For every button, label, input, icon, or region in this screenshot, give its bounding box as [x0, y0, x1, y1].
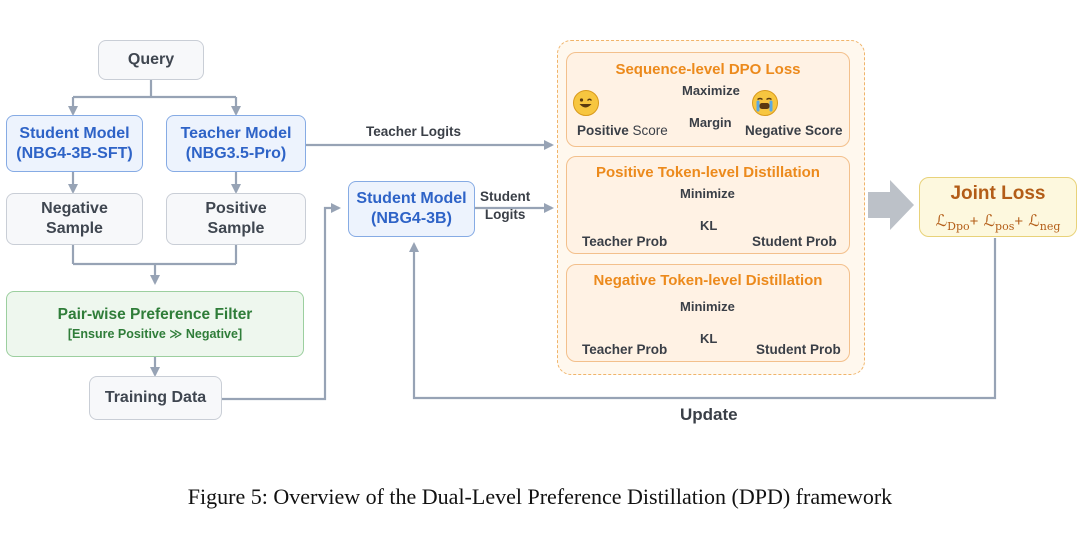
filter-subtitle: [Ensure Positive ≫ Negative]	[67, 327, 243, 342]
training-data-box: Training Data	[89, 376, 222, 420]
neg-kl-label: KL	[700, 331, 718, 346]
teacher-box: Teacher Model (NBG3.5-Pro)	[166, 115, 306, 172]
dpo-maximize-label: Maximize	[682, 83, 740, 98]
figure-caption: Figure 5: Overview of the Dual-Level Pre…	[187, 484, 893, 509]
loss-symbol-dpo: ℒ	[935, 211, 948, 230]
negative-sample-box: Negative Sample	[6, 193, 143, 245]
teacher-logits-label: Teacher Logits	[366, 124, 462, 139]
loss-symbol-pos: ℒ	[983, 211, 996, 230]
loss-sub-pos: pos	[995, 220, 1015, 233]
student-logits-line2: Logits	[484, 206, 526, 222]
neg-distill-panel: Negative Token-level Distillation	[566, 264, 850, 362]
big-arrow	[868, 180, 914, 230]
dpo-margin-label: Margin	[689, 115, 732, 130]
teacher-id: (NBG3.5-Pro)	[185, 144, 287, 162]
pos-distill-panel: Positive Token-level Distillation	[566, 156, 850, 254]
neg-teacher-prob-label: Teacher Prob	[582, 342, 668, 357]
pos-distill-title: Positive Token-level Distillation	[596, 164, 820, 181]
student-sft-name: Student Model	[19, 124, 130, 142]
neg-prob-word: Prob	[810, 342, 841, 357]
plus-2: +	[1014, 213, 1024, 230]
neg-distill-title: Negative Token-level Distillation	[593, 272, 823, 289]
joint-loss-formula: ℒDpo+ ℒpos+ ℒneg	[935, 211, 1061, 233]
plus-1: +	[969, 213, 979, 230]
negative-sample-label: Sample	[46, 220, 103, 237]
positive-score-bold: Positive	[577, 123, 629, 138]
student-sft-box: Student Model (NBG4-3B-SFT)	[6, 115, 143, 172]
filter-title: Pair-wise Preference Filter	[57, 306, 253, 323]
training-data-label: Training Data	[104, 389, 207, 406]
positive-sample-box: Positive Sample	[166, 193, 306, 245]
loss-sub-neg: neg	[1039, 220, 1061, 233]
student-sft-id: (NBG4-3B-SFT)	[16, 144, 133, 162]
positive-score-label: Positive Score	[577, 123, 668, 138]
joint-loss-title: Joint Loss	[950, 183, 1046, 205]
positive-label: Positive	[205, 200, 267, 217]
teacher-name: Teacher Model	[180, 124, 292, 142]
student-logits-label: Student Logits	[480, 188, 530, 223]
pos-kl-label: KL	[700, 218, 718, 233]
crying-face-icon	[752, 90, 778, 116]
negative-score-label: Negative Score	[745, 123, 843, 138]
update-label: Update	[680, 405, 738, 424]
positive-score-rest: Score	[628, 123, 668, 138]
joint-loss-box: Joint Loss ℒDpo+ ℒpos+ ℒneg	[919, 177, 1077, 237]
student-model-id: (NBG4-3B)	[371, 210, 452, 227]
negative-label: Negative	[41, 200, 108, 217]
pos-student-prob-label: Student Prob	[752, 234, 837, 249]
student-model-box: Student Model (NBG4-3B)	[348, 181, 475, 237]
query-split-arrows	[68, 80, 997, 401]
positive-sample-label: Sample	[207, 220, 265, 237]
preference-filter-box: Pair-wise Preference Filter [Ensure Posi…	[6, 291, 304, 357]
neg-student-prob-label: Student Prob	[756, 342, 841, 357]
pos-teacher-prob-label: Teacher Prob	[582, 234, 668, 249]
student-logits-line1: Student	[480, 189, 531, 204]
student-model-name: Student Model	[356, 190, 467, 207]
happy-face-icon	[573, 90, 599, 116]
neg-minimize-label: Minimize	[680, 299, 735, 314]
loss-sub-dpo: Dpo	[947, 220, 970, 233]
neg-student-word: Student	[756, 342, 810, 357]
query-box: Query	[98, 40, 204, 80]
loss-symbol-neg: ℒ	[1028, 211, 1040, 230]
query-label: Query	[127, 51, 175, 68]
dpo-panel: Sequence-level DPO Loss	[566, 52, 850, 147]
dpo-title: Sequence-level DPO Loss	[615, 61, 801, 78]
pos-minimize-label: Minimize	[680, 186, 735, 201]
